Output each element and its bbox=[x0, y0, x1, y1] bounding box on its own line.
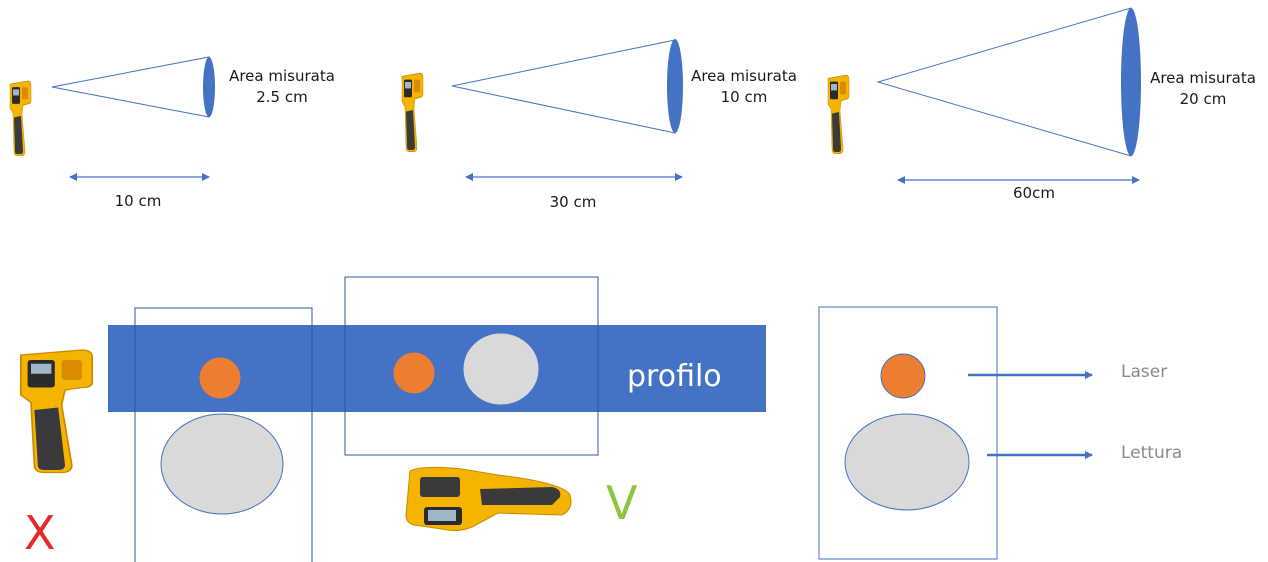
range-panel-1 bbox=[9, 56, 215, 181]
target-frame-outline bbox=[134, 307, 313, 562]
measured-area-ellipse bbox=[667, 39, 683, 133]
distance-label-2: 30 cm bbox=[549, 193, 597, 211]
laser-dot bbox=[392, 351, 436, 395]
legend-laser-label: Laser bbox=[1121, 362, 1168, 382]
measured-area-ellipse bbox=[1121, 8, 1141, 156]
laser-dot bbox=[198, 356, 242, 400]
target-frame-outline bbox=[344, 276, 599, 456]
laser-dot bbox=[880, 353, 926, 399]
infrared-thermometer-icon bbox=[19, 349, 94, 474]
range-panel-3 bbox=[827, 7, 1141, 184]
infrared-thermometer-icon bbox=[827, 74, 850, 155]
reading-spot bbox=[462, 332, 540, 406]
measured-area-label-3: Area misurata 20 cm bbox=[1143, 68, 1263, 110]
profile-label: profilo bbox=[627, 359, 722, 394]
measured-area-ellipse bbox=[203, 57, 215, 117]
area-label-text: Area misurata bbox=[1150, 69, 1256, 87]
legend-frame bbox=[818, 306, 998, 560]
measured-area-label-1: Area misurata 2.5 cm bbox=[222, 66, 342, 108]
distance-label-3: 60cm bbox=[1013, 184, 1055, 202]
reading-spot bbox=[160, 413, 284, 515]
infrared-thermometer-icon bbox=[405, 466, 572, 532]
distance-label-1: 10 cm bbox=[114, 192, 162, 210]
wrong-mark: X bbox=[24, 506, 56, 560]
legend-reading-label: Lettura bbox=[1121, 443, 1183, 463]
infrared-thermometer-icon bbox=[401, 72, 424, 153]
area-size-text: 20 cm bbox=[1179, 90, 1227, 108]
area-size-text: 2.5 cm bbox=[256, 88, 308, 106]
reading-spot bbox=[844, 413, 970, 511]
legend-panel bbox=[818, 306, 1093, 560]
measurement-cone bbox=[451, 39, 676, 134]
area-label-text: Area misurata bbox=[691, 67, 797, 85]
range-panel-2 bbox=[401, 39, 683, 181]
infrared-thermometer-icon bbox=[9, 80, 32, 156]
measurement-cone bbox=[51, 56, 210, 118]
area-label-text: Area misurata bbox=[229, 67, 335, 85]
measurement-cone bbox=[876, 7, 1132, 157]
measured-area-label-2: Area misurata 10 cm bbox=[684, 66, 804, 108]
right-mark: V bbox=[606, 476, 638, 530]
area-size-text: 10 cm bbox=[720, 88, 768, 106]
